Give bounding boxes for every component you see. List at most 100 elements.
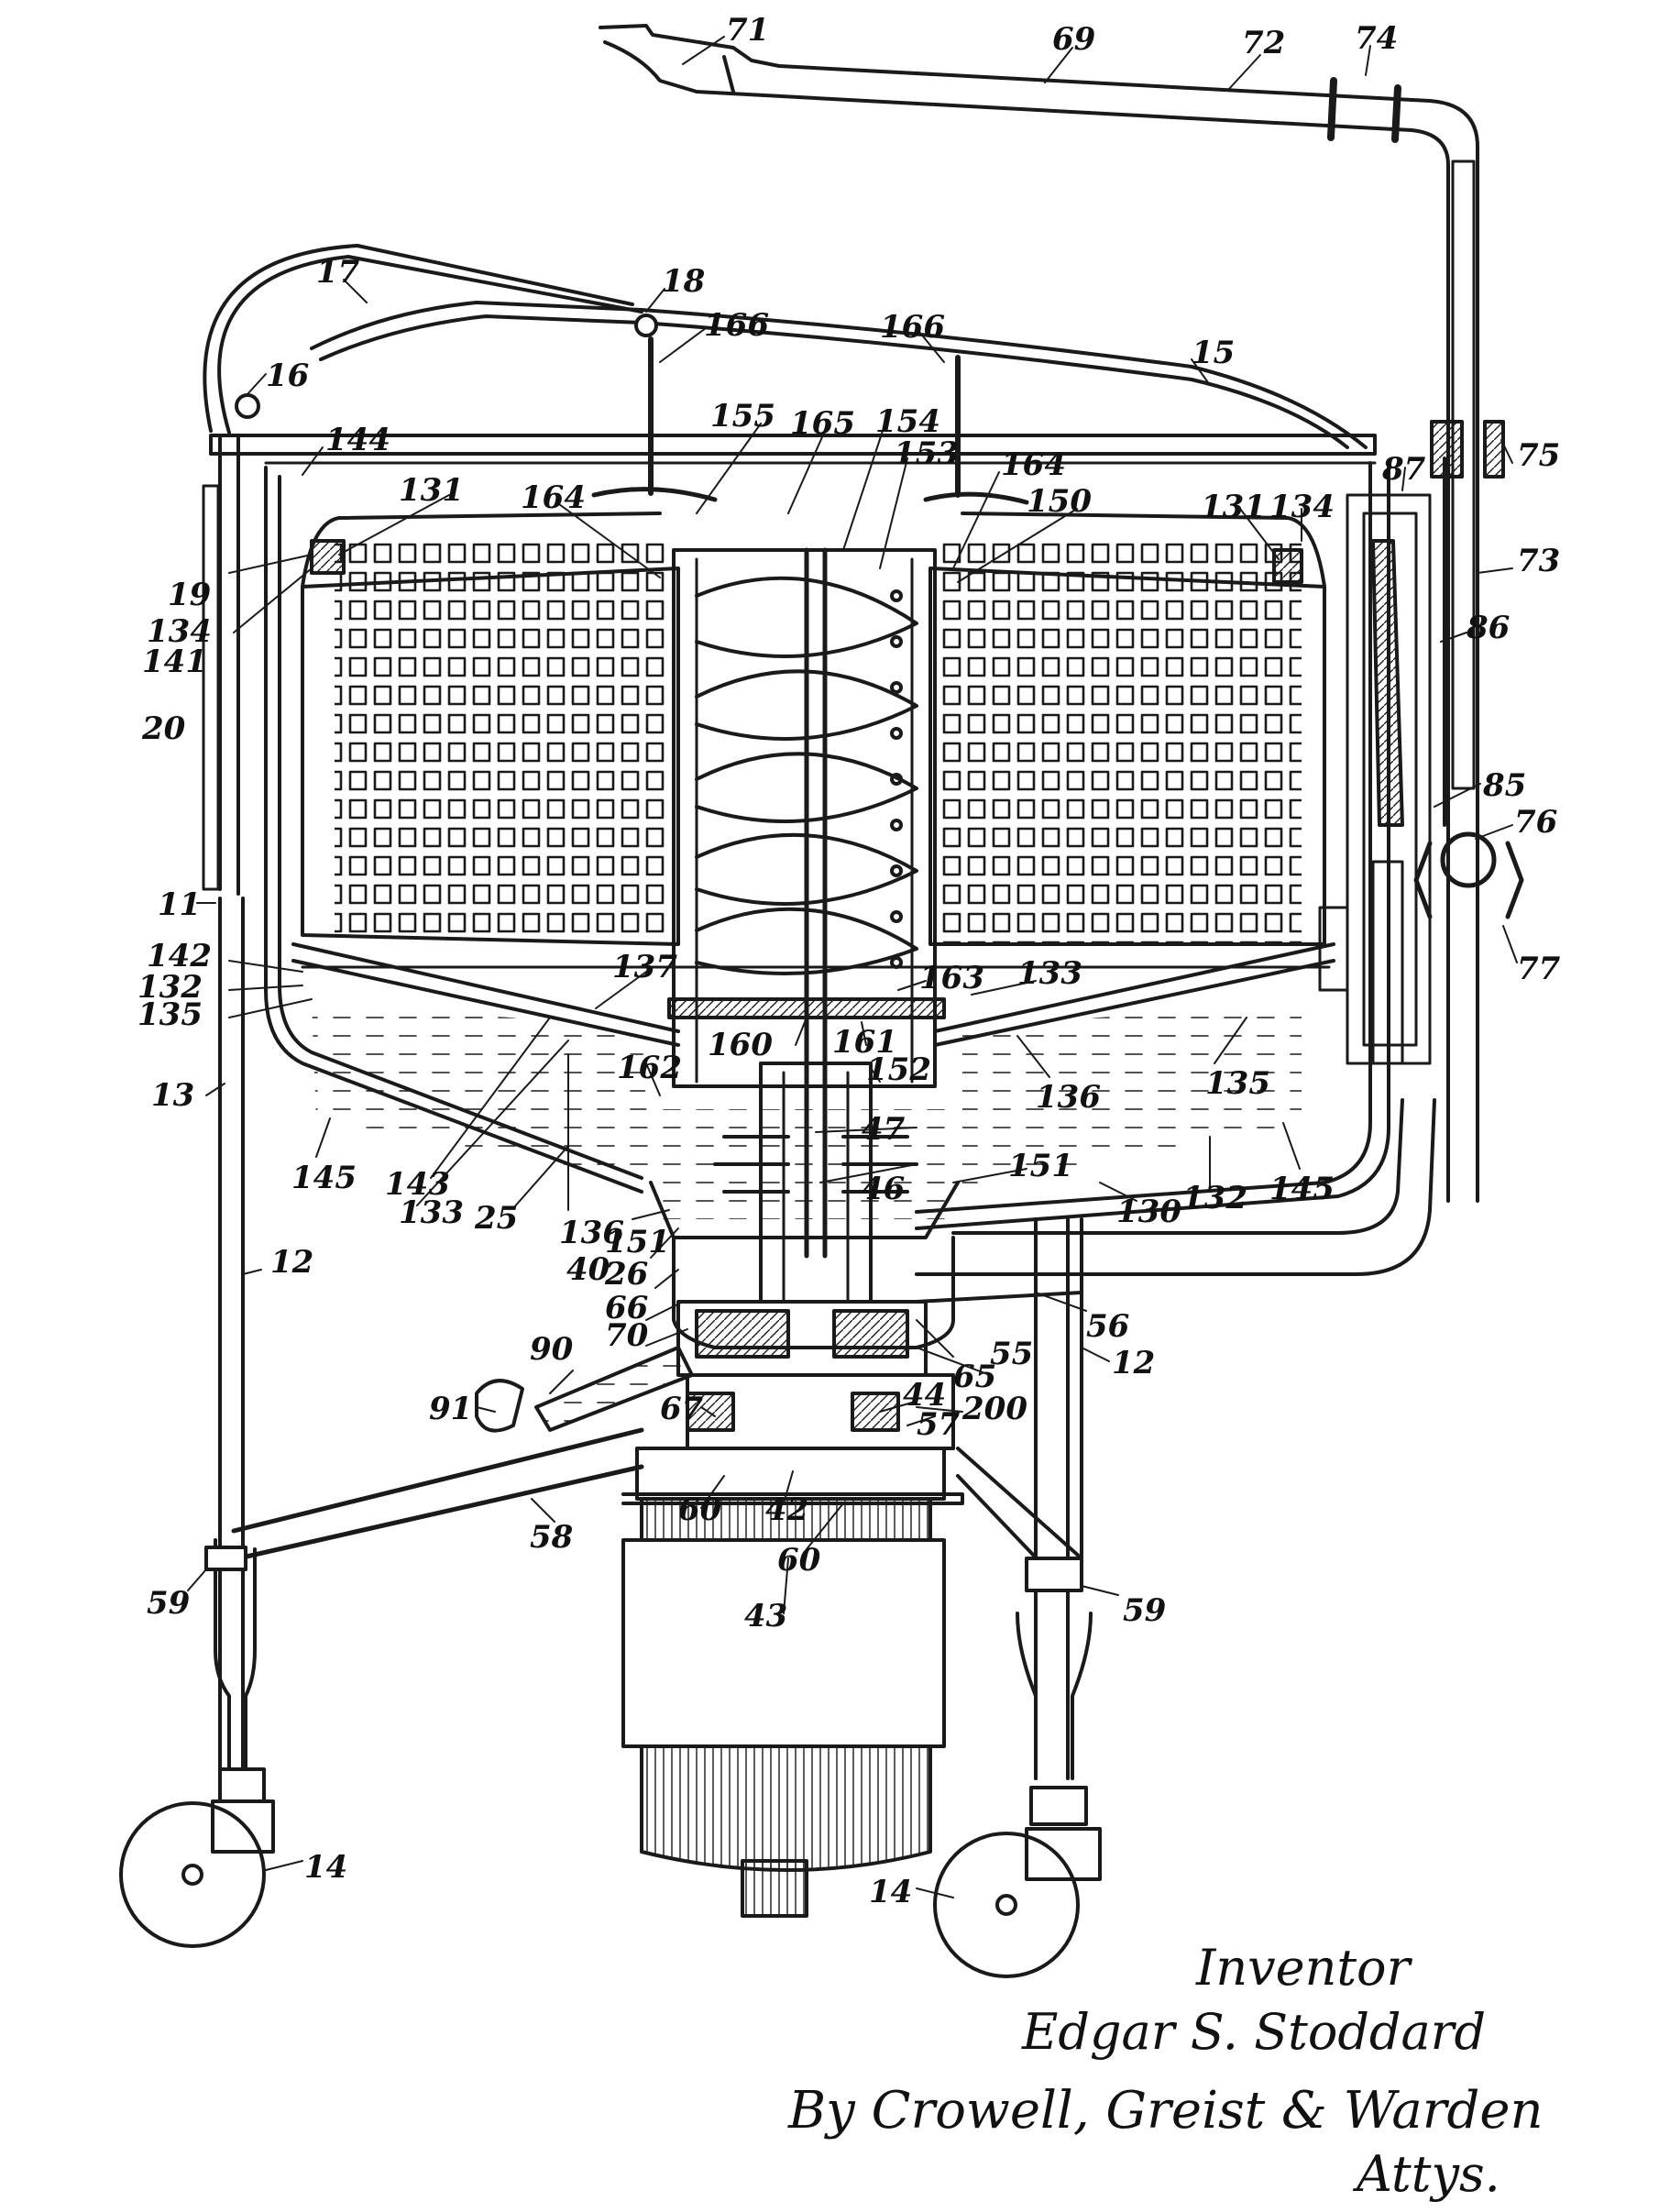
water-tub — [312, 1004, 1302, 1349]
ref-numeral: 65 — [953, 1359, 997, 1395]
ref-numeral: 58 — [530, 1519, 574, 1556]
ref-numeral: 74 — [1355, 20, 1399, 57]
ref-numeral: 42 — [765, 1491, 809, 1528]
leader-lines — [187, 36, 1518, 1898]
ref-numeral: 75 — [1517, 437, 1561, 474]
ref-numeral: 132 — [1182, 1180, 1247, 1216]
ref-numeral: 59 — [1123, 1592, 1167, 1629]
ref-numeral: 142 — [147, 938, 212, 974]
ref-numeral: 154 — [875, 403, 940, 440]
ref-numeral: 17 — [316, 254, 360, 291]
ref-numeral: 47 — [862, 1111, 906, 1148]
ref-numeral: 143 — [385, 1166, 450, 1203]
ref-numeral: 15 — [1192, 335, 1236, 371]
attorney-by-line: By Crowell, Greist & Warden — [788, 2081, 1544, 2140]
electric-motor — [621, 1447, 964, 1918]
ref-numeral: 161 — [832, 1024, 897, 1061]
ref-numeral: 152 — [866, 1051, 931, 1088]
ref-numeral: 20 — [142, 710, 186, 747]
ref-numeral: 166 — [880, 309, 945, 346]
ref-numeral: 163 — [919, 960, 984, 996]
ref-numeral: 137 — [612, 949, 677, 985]
caster-wheel-left — [119, 1801, 266, 1948]
ref-numeral: 13 — [151, 1077, 195, 1114]
ref-numeral: 14 — [869, 1874, 913, 1910]
perforated-basket — [291, 512, 1335, 1047]
inventor-label: Inventor — [1196, 1939, 1411, 1997]
ref-numeral: 135 — [137, 996, 203, 1033]
ref-numeral: 164 — [521, 479, 586, 516]
ref-numeral: 44 — [903, 1377, 947, 1414]
ref-numeral: 11 — [158, 886, 202, 923]
ref-numeral: 200 — [962, 1391, 1027, 1427]
ref-numeral: 60 — [678, 1491, 722, 1528]
ref-numeral: 135 — [1205, 1065, 1270, 1102]
caster-wheel-right — [933, 1832, 1080, 1978]
ref-numeral: 14 — [304, 1849, 348, 1886]
ref-numeral: 16 — [266, 358, 310, 394]
ref-numeral: 86 — [1467, 610, 1511, 646]
ref-numeral: 150 — [1027, 483, 1092, 520]
ref-numeral: 56 — [1086, 1308, 1130, 1345]
ref-numeral: 145 — [291, 1160, 357, 1196]
ref-numeral: 71 — [726, 12, 770, 49]
ref-numeral: 57 — [917, 1406, 961, 1443]
ref-numeral: 25 — [475, 1200, 519, 1237]
lid-assembly — [203, 244, 1377, 505]
ref-numeral: 90 — [530, 1331, 574, 1368]
ref-numeral: 60 — [777, 1542, 821, 1579]
ref-numeral: 166 — [704, 307, 769, 344]
pump-housing — [475, 1300, 955, 1450]
ref-numeral: 162 — [617, 1050, 682, 1086]
ref-numeral: 131 — [1201, 489, 1266, 525]
attorneys-label: Attys. — [1357, 2145, 1500, 2203]
ref-numeral: 144 — [325, 422, 390, 458]
frame-legs — [204, 897, 1102, 1881]
ref-numeral: 26 — [605, 1256, 649, 1293]
ref-numeral: 19 — [168, 577, 212, 613]
ref-numeral: 66 — [605, 1290, 649, 1326]
ref-numeral: 136 — [559, 1215, 624, 1251]
ref-numeral: 160 — [708, 1027, 773, 1063]
ref-numeral: 87 — [1382, 451, 1426, 488]
ref-numeral: 151 — [605, 1224, 670, 1260]
ref-numeral: 141 — [142, 644, 207, 680]
ref-numeral: 155 — [710, 398, 775, 435]
ref-numeral: 76 — [1514, 804, 1558, 841]
ref-numeral: 12 — [1112, 1345, 1156, 1381]
inventor-name: Edgar S. Stoddard — [1022, 2003, 1487, 2061]
ref-numeral: 59 — [147, 1585, 191, 1622]
ref-numeral: 77 — [1517, 951, 1561, 987]
drain-pipe — [915, 1098, 1436, 1304]
ref-numeral: 69 — [1052, 21, 1096, 58]
ref-numeral: 40 — [566, 1251, 610, 1288]
ref-numeral: 18 — [662, 263, 706, 300]
ref-numeral: 43 — [744, 1598, 788, 1634]
ref-numeral: 67 — [660, 1391, 704, 1427]
ref-numeral: 164 — [1001, 446, 1066, 483]
ref-numeral: 55 — [990, 1336, 1034, 1372]
cabinet — [202, 436, 1432, 1230]
ref-numeral: 132 — [137, 969, 203, 1006]
ref-numeral: 151 — [1008, 1148, 1073, 1184]
ref-numeral: 136 — [1036, 1079, 1101, 1116]
ref-numeral: 145 — [1269, 1171, 1335, 1207]
ref-numeral: 72 — [1242, 25, 1286, 61]
ref-numeral: 133 — [399, 1194, 464, 1231]
discharge-pipe — [599, 24, 1524, 1203]
ref-numeral: 85 — [1483, 767, 1527, 804]
ref-numeral: 131 — [399, 472, 464, 509]
ref-numeral: 12 — [270, 1244, 314, 1281]
ref-numeral: 165 — [790, 405, 855, 442]
ref-numeral: 134 — [1269, 489, 1335, 525]
ref-numeral: 91 — [429, 1391, 473, 1427]
ref-numeral: 133 — [1017, 955, 1082, 992]
ref-numeral: 46 — [862, 1171, 906, 1207]
ref-numeral: 134 — [147, 613, 212, 650]
ref-numeral: 153 — [894, 435, 959, 472]
ref-numeral: 73 — [1517, 543, 1561, 579]
ref-numeral: 130 — [1116, 1194, 1181, 1230]
ref-numeral: 70 — [605, 1317, 649, 1354]
